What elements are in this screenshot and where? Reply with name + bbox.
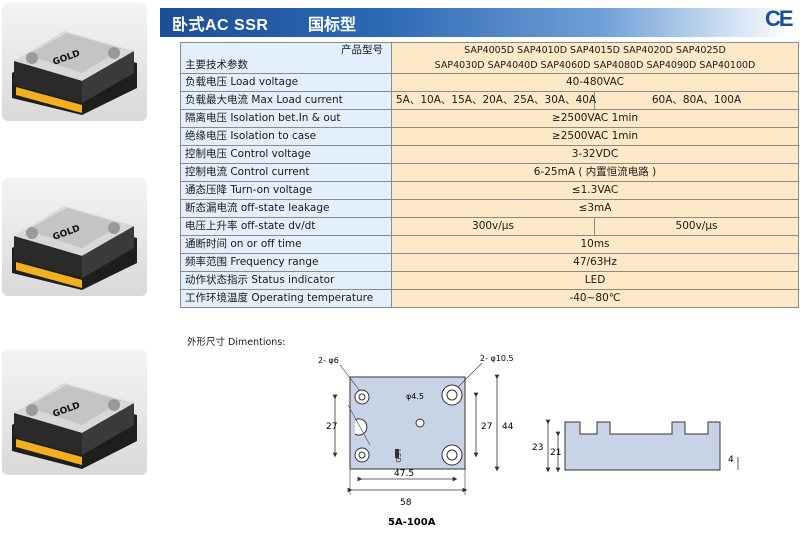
- spec-row: 工作环境温度 Operating temperature -40~80℃: [180, 289, 800, 308]
- width-total-label: 58: [400, 498, 412, 508]
- spec-value: ≤1.3VAC: [390, 181, 800, 200]
- spec-row: 频率范围 Frequency range 47/63Hz: [180, 253, 800, 272]
- side-base-label: 4: [728, 455, 734, 465]
- product-photo-3: GOLD: [2, 349, 147, 475]
- height-inner-left: 27: [326, 422, 337, 432]
- spec-label: 频率范围 Frequency range: [180, 253, 392, 272]
- page-title: 卧式AC SSR: [172, 17, 269, 34]
- spec-value: LED: [390, 271, 800, 290]
- spec-row: 控制电压 Control voltage 3-32VDC: [180, 145, 800, 164]
- center-hole-label: φ4.5: [406, 392, 424, 401]
- width-inner-label: 47.5: [394, 469, 414, 479]
- spec-row: 动作状态指示 Status indicator LED: [180, 271, 800, 290]
- product-photo-2: GOLD: [2, 178, 147, 296]
- spec-value: 47/63Hz: [390, 253, 800, 272]
- spec-label: 控制电压 Control voltage: [180, 145, 392, 164]
- spec-header-row: 产品型号 主要技术参数 SAP4005D SAP4010D SAP4015D S…: [180, 42, 800, 74]
- spec-label: 电压上升率 off-state dv/dt: [180, 217, 392, 236]
- spec-value: 60A、80A、100A: [593, 91, 800, 110]
- spec-table: 产品型号 主要技术参数 SAP4005D SAP4010D SAP4015D S…: [180, 42, 800, 308]
- spec-row: 负载电压 Load voltage 40-480VAC: [180, 73, 800, 92]
- spec-row: 负载最大电流 Max Load current 5A、10A、15A、20A、2…: [180, 91, 800, 110]
- ce-mark-icon: CE: [765, 6, 794, 31]
- spec-label: 隔离电压 Isolation bet.In & out: [180, 109, 392, 128]
- led-label: LED: [394, 449, 402, 463]
- model-range-label: 5A-100A: [388, 517, 436, 528]
- side-height-total: 23: [532, 443, 543, 453]
- spec-label: 控制电流 Control current: [180, 163, 392, 182]
- spec-value: 40-480VAC: [390, 73, 800, 92]
- spec-row: 隔离电压 Isolation bet.In & out ≥2500VAC 1mi…: [180, 109, 800, 128]
- spec-label: 工作环境温度 Operating temperature: [180, 289, 392, 308]
- product-photo-1: GOLD: [2, 3, 147, 121]
- spec-value: ≥2500VAC 1min: [390, 109, 800, 128]
- spec-row: 电压上升率 off-state dv/dt 300v/μs 500v/μs: [180, 217, 800, 236]
- spec-header-models: SAP4005D SAP4010D SAP4015D SAP4020D SAP4…: [390, 42, 800, 74]
- spec-value: ≤3mA: [390, 199, 800, 218]
- side-height-inner: 21: [550, 448, 561, 458]
- spec-value: 500v/μs: [593, 217, 800, 236]
- header-bar: 卧式AC SSR 国标型: [160, 8, 792, 37]
- spec-value: 10ms: [390, 235, 800, 254]
- spec-label: 断态漏电流 off-state leakage: [180, 199, 392, 218]
- spec-row: 断态漏电流 off-state leakage ≤3mA: [180, 199, 800, 218]
- spec-label: 动作状态指示 Status indicator: [180, 271, 392, 290]
- hole-large-label: 2- φ10.5: [480, 354, 514, 363]
- spec-row: 通态压降 Turn-on voltage ≤1.3VAC: [180, 181, 800, 200]
- height-inner-right: 27: [481, 422, 492, 432]
- spec-value: 5A、10A、15A、20A、25A、30A、40A: [391, 91, 596, 110]
- dimension-drawing: LED 47.5 58 27 27 44 2- φ6 2- φ10.5 φ4.5…: [318, 354, 739, 528]
- spec-value: 300v/μs: [391, 217, 595, 236]
- spec-value: 3-32VDC: [390, 145, 800, 164]
- spec-value: 6-25mA ( 内置恒流电路 ): [390, 163, 800, 182]
- spec-label: 负载电压 Load voltage: [180, 73, 392, 92]
- spec-value: ≥2500VAC 1min: [390, 127, 800, 146]
- spec-label: 通断时间 on or off time: [180, 235, 392, 254]
- ssr-side-view: [564, 421, 721, 471]
- spec-header-label: 产品型号 主要技术参数: [180, 42, 392, 74]
- spec-value: -40~80℃: [390, 289, 800, 308]
- spec-row: 控制电流 Control current 6-25mA ( 内置恒流电路 ): [180, 163, 800, 182]
- spec-label: 绝缘电压 Isolation to case: [180, 127, 392, 146]
- spec-label: 负载最大电流 Max Load current: [180, 91, 392, 110]
- spec-row: 通断时间 on or off time 10ms: [180, 235, 800, 254]
- page-subtitle: 国标型: [308, 15, 357, 34]
- spec-row: 绝缘电压 Isolation to case ≥2500VAC 1min: [180, 127, 800, 146]
- dimensions-caption: 外形尺寸 Dimentions:: [187, 337, 286, 348]
- hole-small-label: 2- φ6: [318, 356, 339, 365]
- height-total: 44: [502, 422, 514, 432]
- spec-label: 通态压降 Turn-on voltage: [180, 181, 392, 200]
